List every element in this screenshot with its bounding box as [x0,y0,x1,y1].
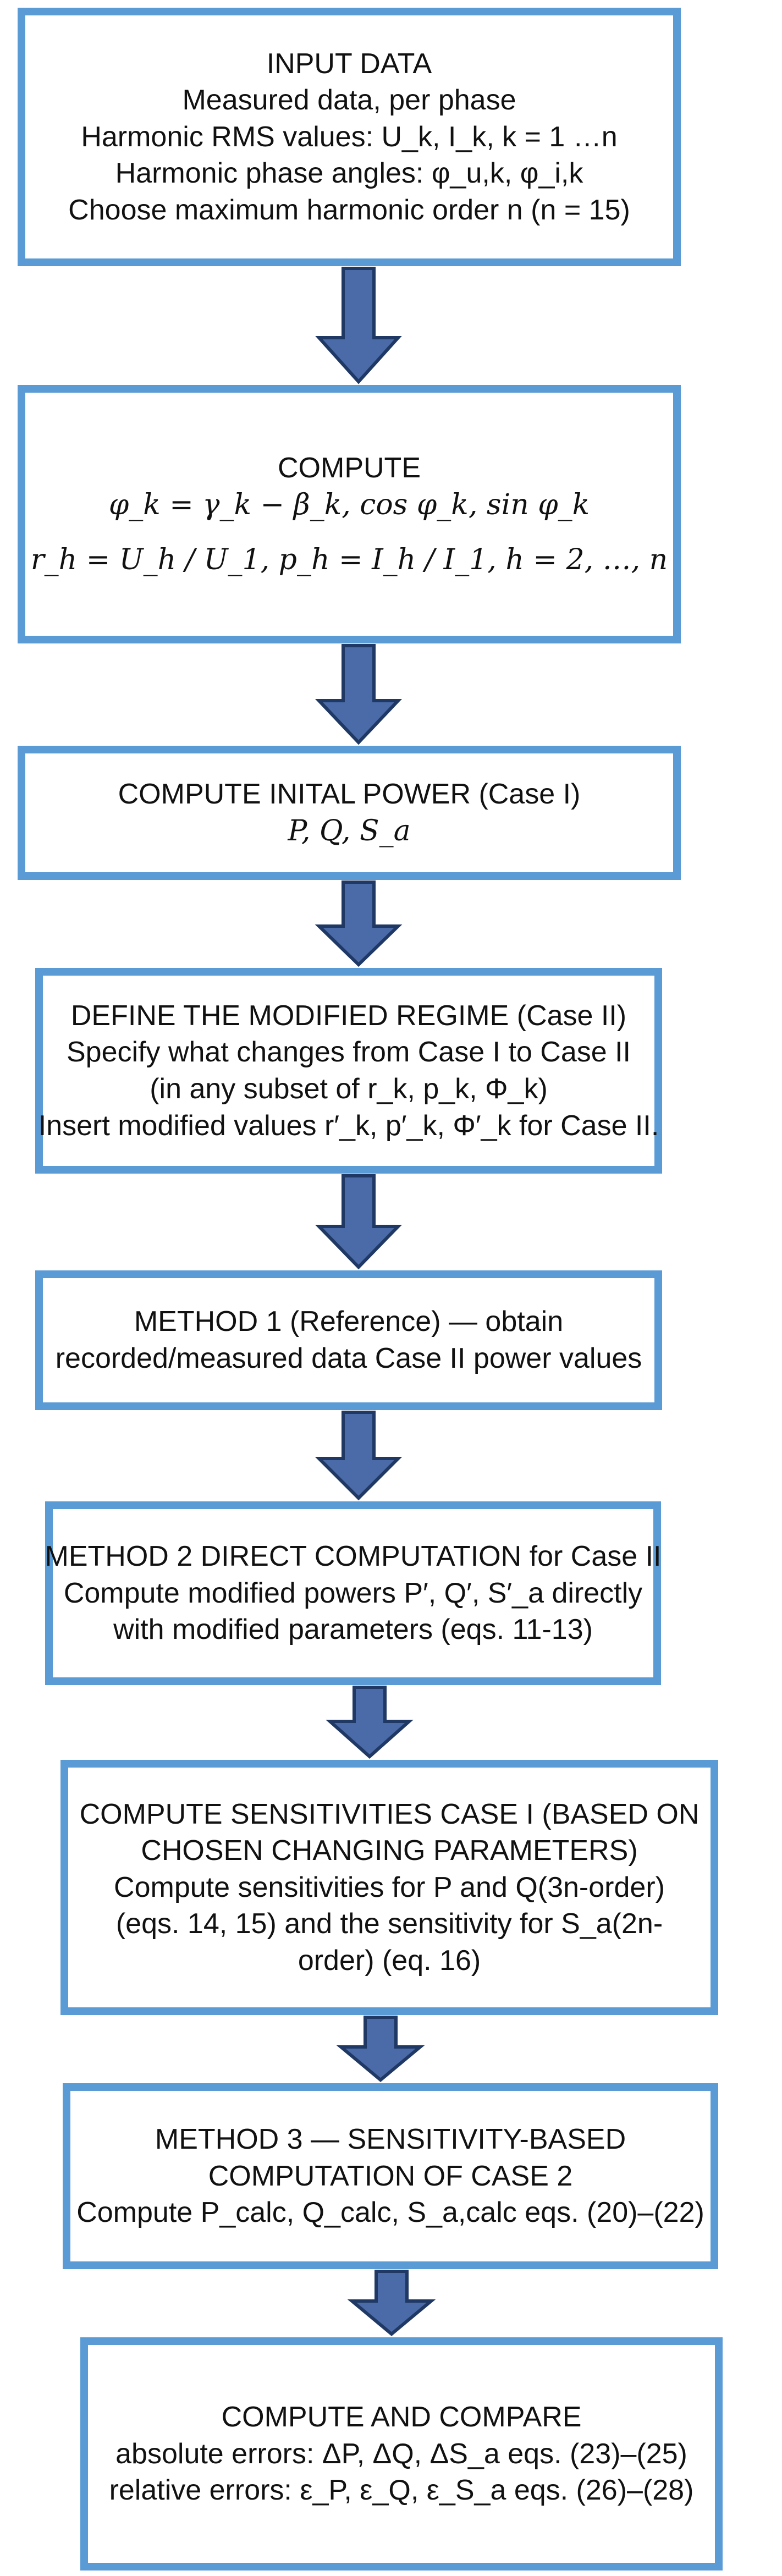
sensitivities-line-4: order) (eq. 16) [298,1944,481,1977]
method-3-line-1: COMPUTATION OF CASE 2 [208,2160,573,2192]
modified-regime-line-2: (in any subset of r_k, p_k, Φ_k) [150,1073,548,1105]
compute-phase-formula: φ_k = γ_k − β_k, cos φ_k, sin φ_k [108,488,590,521]
sensitivities-title: COMPUTE SENSITIVITIES CASE I (BASED ON [79,1798,700,1830]
method-1-title: METHOD 1 (Reference) — obtain [134,1306,564,1338]
compute-ratio-formula: r_h = U_h / U_1, p_h = I_h / I_1, h = 2,… [30,543,668,577]
initial-power-title: COMPUTE INITAL POWER (Case I) [118,778,581,811]
compare-line-2: relative errors: ε_P, ε_Q, ε_S_a eqs. (2… [109,2474,694,2507]
input-data-line-3: Harmonic phase angles: φ_u,k, φ_i,k [115,157,583,190]
modified-regime-box: DEFINE THE MODIFIED REGIME (Case II) Spe… [35,968,662,1174]
method-2-line-2: with modified parameters (eqs. 11-13) [113,1614,593,1646]
initial-power-box: COMPUTE INITAL POWER (Case I) P, Q, S_a [18,746,681,880]
compare-title: COMPUTE AND COMPARE [221,2401,582,2434]
compute-box: COMPUTE φ_k = γ_k − β_k, cos φ_k, sin φ_… [18,385,681,643]
down-arrow-5 [315,1411,403,1501]
compare-line-1: absolute errors: ΔP, ΔQ, ΔS_a eqs. (23)–… [115,2437,687,2470]
sensitivities-line-2: Compute sensitivities for P and Q(3n-ord… [114,1871,665,1903]
sensitivities-line-1: CHOSEN CHANGING PARAMETERS) [141,1835,638,1867]
input-data-box: INPUT DATA Measured data, per phase Harm… [18,8,681,266]
sensitivities-line-3: (eqs. 14, 15) and the sensitivity for S_… [115,1908,663,1940]
method-1-line-1: recorded/measured data Case II power val… [55,1342,642,1374]
down-arrow-4-shape [315,1174,403,1270]
down-arrow-3 [315,880,403,967]
down-arrow-1-shape [315,267,402,384]
compute-title: COMPUTE [278,452,421,485]
down-arrow-6-shape [326,1686,414,1759]
method-2-title: METHOD 2 DIRECT COMPUTATION for Case II [45,1540,662,1573]
method-3-title: METHOD 3 — SENSITIVITY-BASED [155,2123,626,2156]
method-3-line-2: Compute P_calc, Q_calc, S_a,calc eqs. (2… [76,2197,704,2229]
method-1-box: METHOD 1 (Reference) — obtain recorded/m… [35,1270,662,1410]
modified-regime-line-1: Specify what changes from Case I to Case… [66,1036,631,1069]
method-2-box: METHOD 2 DIRECT COMPUTATION for Case II … [45,1501,662,1685]
modified-regime-line-3: Insert modified values r′_k, p′_k, Φ′_k … [38,1109,659,1142]
down-arrow-8-shape [347,2270,436,2336]
down-arrow-7-shape [336,2016,425,2082]
input-data-line-2: Harmonic RMS values: U_k, I_k, k = 1 …n [81,120,618,153]
compare-box: COMPUTE AND COMPARE absolute errors: ΔP,… [80,2337,723,2571]
down-arrow-4 [315,1174,403,1270]
method-2-line-1: Compute modified powers P′, Q′, S′_a dir… [63,1577,643,1609]
modified-regime-title: DEFINE THE MODIFIED REGIME (Case II) [70,999,627,1032]
method-3-box: METHOD 3 — SENSITIVITY-BASED COMPUTATION… [63,2083,718,2269]
down-arrow-5-shape [315,1411,403,1501]
initial-power-quantities: P, Q, S_a [288,814,411,847]
down-arrow-3-shape [315,880,403,967]
down-arrow-2 [315,644,402,745]
down-arrow-6 [326,1686,414,1759]
input-data-line-4: Choose maximum harmonic order n (n = 15) [68,194,630,226]
down-arrow-7 [336,2016,425,2082]
down-arrow-8 [347,2270,436,2336]
down-arrow-1 [315,267,402,384]
down-arrow-2-shape [315,644,402,745]
input-data-title: INPUT DATA [266,47,432,80]
sensitivities-box: COMPUTE SENSITIVITIES CASE I (BASED ON C… [60,1760,718,2015]
input-data-line-1: Measured data, per phase [182,84,516,117]
